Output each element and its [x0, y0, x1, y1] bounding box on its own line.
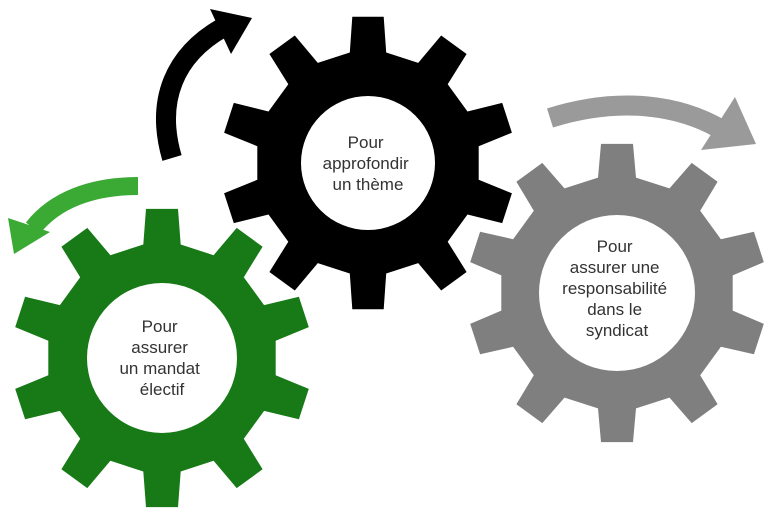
gear-green-line: assurer [131, 338, 188, 357]
gear-green-label: Pour assurer un mandat électif [119, 317, 204, 399]
gear-black: Pour approfondir un thème [224, 16, 512, 310]
gear-gray-hub [539, 215, 695, 371]
green-arrow [8, 177, 139, 254]
gear-gray: Pour assurer une responsabilité dans le … [470, 143, 764, 443]
gear-gray-label: Pour assurer une responsabilité dans le … [562, 237, 672, 340]
gear-green: Pour assurer un mandat électif [15, 208, 309, 508]
black-arrow [156, 9, 252, 161]
gear-green-line: Pour [142, 317, 178, 336]
green-arrow-head [8, 218, 50, 254]
gray-arrow [547, 95, 756, 150]
gear-gray-line: dans le [587, 300, 642, 319]
gear-black-line: Pour [348, 133, 384, 152]
gear-green-line: électif [140, 380, 185, 399]
gear-gray-line: syndicat [586, 321, 649, 340]
gear-green-line: un mandat [119, 359, 200, 378]
gear-black-line: un thème [333, 175, 404, 194]
gear-black-line: approfondir [323, 154, 409, 173]
gear-gray-line: Pour [597, 237, 633, 256]
gray-arrow-head [701, 97, 756, 150]
gear-black-label: Pour approfondir un thème [323, 133, 414, 194]
gear-gray-line: assurer une [570, 258, 660, 277]
gear-gray-line: responsabilité [562, 279, 667, 298]
gear-green-hub [87, 283, 237, 433]
gear-black-hub [301, 96, 435, 230]
black-arrow-head [210, 9, 252, 54]
